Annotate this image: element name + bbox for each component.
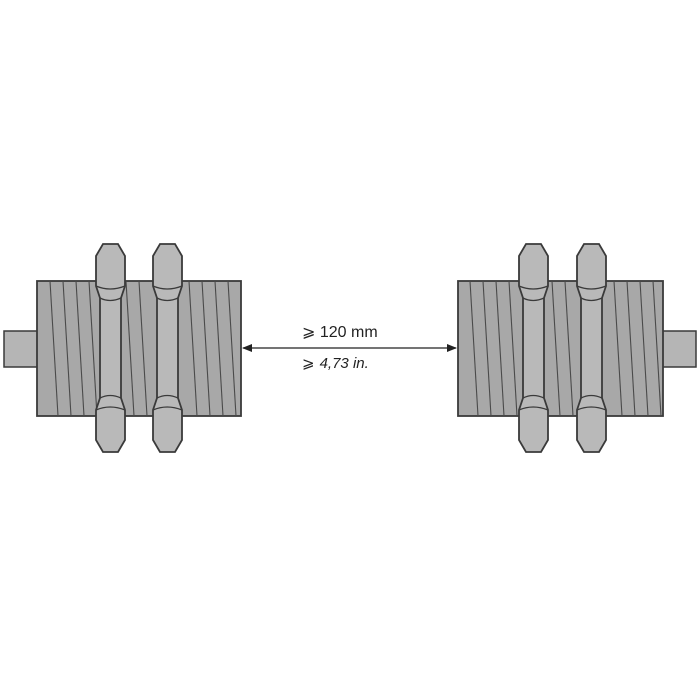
- right-hex-nut-2: [576, 243, 607, 453]
- left-cable: [3, 330, 39, 368]
- right-thread-lines: [469, 281, 662, 416]
- left-sensor: [3, 243, 242, 453]
- dimension-metric-label: ⩾ 120 mm: [302, 324, 378, 341]
- left-thread-lines: [49, 281, 237, 416]
- dimension-imperial-symbol: ⩾: [302, 355, 315, 372]
- right-threaded-body: [457, 280, 664, 417]
- left-hex-nut-2: [152, 243, 183, 453]
- left-threaded-body: [36, 280, 242, 417]
- right-sensor: [457, 243, 697, 453]
- right-cable: [661, 330, 697, 368]
- left-hex-nut-1: [95, 243, 126, 453]
- dimension-imperial-value: 4,73 in.: [320, 355, 369, 372]
- dimension-imperial-label: ⩾ 4,73 in.: [302, 355, 369, 372]
- right-hex-nut-1: [518, 243, 549, 453]
